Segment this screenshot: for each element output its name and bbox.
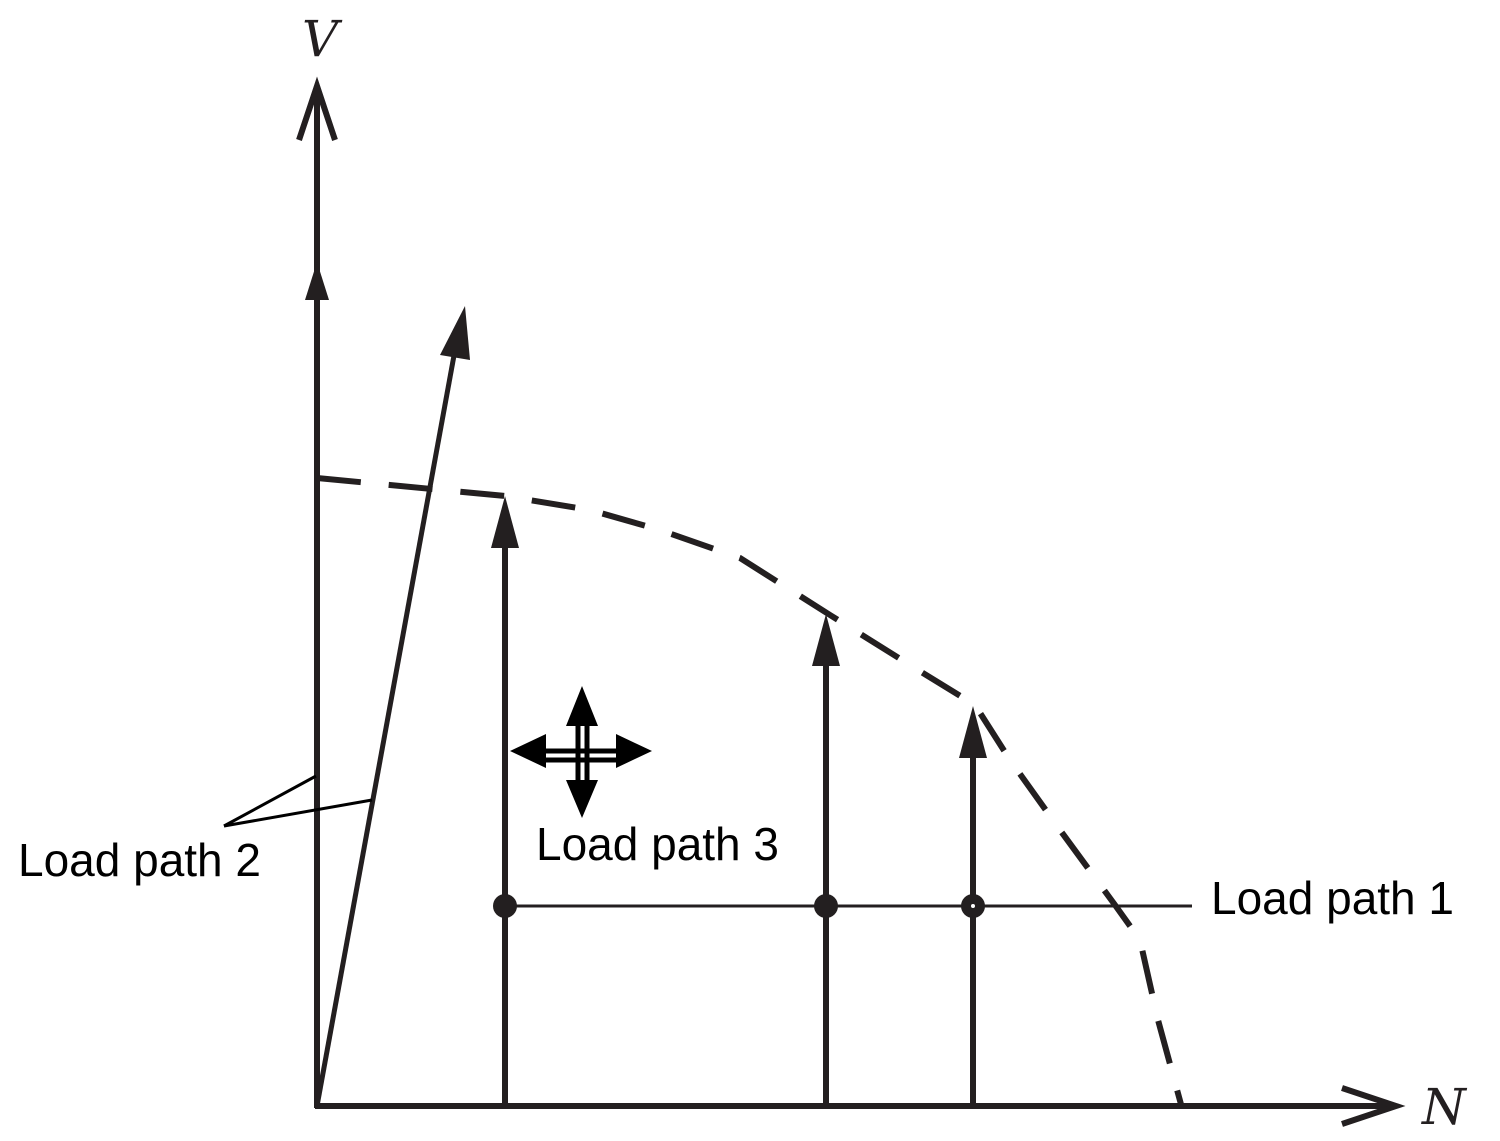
load-path-2-leaders xyxy=(223,774,373,828)
load-path-2-ray xyxy=(314,306,470,1107)
failure-envelope-curve xyxy=(316,475,1185,1109)
point-a xyxy=(493,894,517,918)
four-way-arrow-icon xyxy=(510,686,652,818)
load-path-2-label: Load path 2 xyxy=(18,834,261,886)
load-path-1-label: Load path 1 xyxy=(1211,872,1454,924)
point-b xyxy=(814,894,838,918)
load-path-3-ray-c xyxy=(959,706,987,1106)
load-path-3-ray-b xyxy=(812,614,840,1106)
load-path-3-ray-a xyxy=(491,496,519,1106)
n-axis-title: N xyxy=(1421,1078,1468,1136)
n-axis xyxy=(315,1085,1406,1127)
v-axis-title: V xyxy=(302,10,343,68)
load-path-3-label: Load path 3 xyxy=(536,818,779,870)
v-axis xyxy=(296,76,338,1108)
